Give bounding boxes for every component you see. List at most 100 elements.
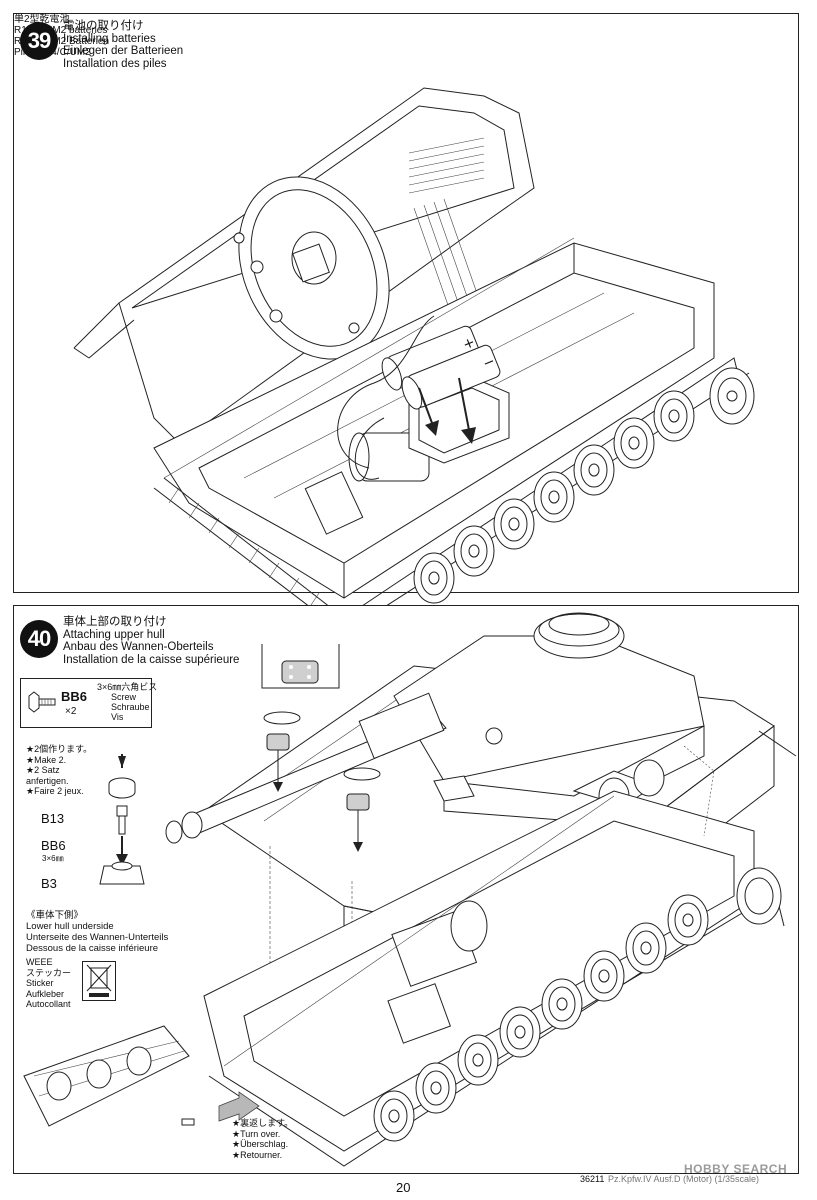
gun-barrel bbox=[165, 692, 447, 844]
road-wheels bbox=[413, 390, 695, 604]
decal-preview bbox=[261, 644, 340, 689]
step-39-titles: 電池の取り付け Installing batteries Einlegen de… bbox=[63, 20, 183, 70]
road-wheel bbox=[428, 571, 440, 585]
battery-label-en: R14/C/UM2 batteries bbox=[14, 25, 108, 36]
road-wheel bbox=[493, 498, 535, 550]
make-note-de-2: anfertigen. bbox=[26, 775, 69, 786]
road-wheel bbox=[499, 1006, 541, 1058]
weee-sticker-label: WEEE ステッカー Sticker Aufkleber Autocollant bbox=[26, 957, 71, 1010]
turn-over-de: ★Überschlag. bbox=[232, 1139, 289, 1149]
road-wheel bbox=[598, 969, 610, 983]
road-wheel bbox=[453, 525, 495, 577]
wire bbox=[337, 315, 435, 469]
road-wheel bbox=[541, 978, 583, 1030]
mount-subassembly-drawing bbox=[99, 754, 145, 885]
make-note-fr: ★Faire 2 jeux. bbox=[26, 786, 84, 796]
turn-over-note: ★裏返します。 ★Turn over. ★Überschlag. ★Retour… bbox=[232, 1118, 293, 1160]
screw-callout-box: BB6 ×2 3×6㎜六角ビス Screw Schraube Vis bbox=[20, 678, 157, 728]
step-40-title-ja: 車体上部の取り付け bbox=[63, 616, 167, 628]
screw-desc-fr: Vis bbox=[111, 712, 124, 722]
step-39-title-fr: Installation des piles bbox=[63, 57, 167, 70]
page-number: 20 bbox=[396, 1180, 411, 1195]
lower-hull-fr: Dessous de la caisse inférieure bbox=[26, 943, 159, 954]
turn-over-arrow-icon bbox=[218, 1091, 260, 1122]
lower-hull-ja: 《車体下側》 bbox=[26, 910, 84, 921]
step-40-title-en: Attaching upper hull bbox=[63, 628, 165, 641]
lower-hull-de: Unterseite des Wannen-Unterteils bbox=[26, 932, 169, 943]
road-wheel bbox=[590, 958, 618, 994]
road-wheel bbox=[506, 1014, 534, 1050]
step-40-title-fr: Installation de la caisse supérieure bbox=[63, 653, 240, 666]
road-wheel bbox=[373, 1090, 415, 1142]
sticker-weee: WEEE bbox=[26, 957, 53, 967]
road-wheel bbox=[380, 1098, 408, 1134]
svg-text:−: − bbox=[481, 353, 498, 372]
screw-part-number: BB6 bbox=[61, 689, 88, 704]
drive-sprocket bbox=[709, 367, 755, 425]
step-40-panel: 40 車体上部の取り付け Attaching upper hull Anbau … bbox=[13, 605, 799, 1174]
watermark: HOBBY SEARCH bbox=[684, 1162, 788, 1176]
step-number-39: 39 bbox=[20, 22, 58, 60]
sticker-en: Sticker bbox=[26, 978, 54, 988]
step-number-40: 40 bbox=[20, 620, 58, 658]
road-wheel bbox=[420, 560, 448, 596]
battery-label-ja: 単2型乾電池 bbox=[14, 14, 70, 25]
turn-over-en: ★Turn over. bbox=[232, 1128, 281, 1139]
part-label-b3: B3 bbox=[41, 876, 57, 891]
road-wheel bbox=[620, 425, 648, 461]
step-39-title-en: Installing batteries bbox=[63, 32, 156, 45]
drive-sprocket-40 bbox=[736, 867, 782, 925]
step-40-titles: 車体上部の取り付け Attaching upper hull Anbau des… bbox=[63, 616, 239, 666]
road-wheel bbox=[514, 1025, 526, 1039]
road-wheel bbox=[667, 894, 709, 946]
road-wheel bbox=[625, 922, 667, 974]
road-wheel bbox=[388, 1109, 400, 1123]
road-wheel bbox=[548, 490, 560, 504]
road-wheel bbox=[674, 902, 702, 938]
antenna bbox=[758, 730, 797, 757]
road-wheel bbox=[540, 479, 568, 515]
make-two-note: ★2個作ります。 ★Make 2. ★2 Satz anfertigen. ★F… bbox=[26, 744, 92, 797]
road-wheel bbox=[682, 913, 694, 927]
road-wheel bbox=[660, 398, 688, 434]
road-wheel bbox=[653, 390, 695, 442]
make-note-de-1: ★2 Satz bbox=[26, 765, 60, 775]
sticker-fr: Autocollant bbox=[26, 999, 71, 1009]
road-wheel bbox=[580, 452, 608, 488]
batteries-icon: + − bbox=[381, 325, 501, 410]
road-wheel bbox=[533, 471, 575, 523]
road-wheel bbox=[628, 436, 640, 450]
make-note-en: ★Make 2. bbox=[26, 754, 67, 765]
step-40-title-de: Anbau des Wannen-Oberteils bbox=[63, 641, 214, 653]
road-wheel bbox=[640, 941, 652, 955]
road-wheel bbox=[430, 1081, 442, 1095]
road-wheel bbox=[588, 463, 600, 477]
road-wheel bbox=[668, 409, 680, 423]
lower-hull-en: Lower hull underside bbox=[26, 921, 114, 932]
road-wheel bbox=[422, 1070, 450, 1106]
screw-desc-de: Schraube bbox=[111, 702, 150, 712]
document-title: Pz.Kpfw.IV Ausf.D (Motor) (1/35scale) bbox=[608, 1174, 760, 1184]
turn-over-fr: ★Retourner. bbox=[232, 1149, 283, 1160]
hull-battery-drawing: + − bbox=[73, 87, 755, 634]
road-wheel bbox=[413, 552, 455, 604]
underside-inset bbox=[23, 1025, 195, 1127]
upper-hull-drawing bbox=[23, 612, 797, 1167]
svg-text:+: + bbox=[461, 334, 478, 353]
screw-quantity: ×2 bbox=[65, 706, 77, 717]
road-wheel bbox=[464, 1042, 492, 1078]
make-note-ja: ★2個作ります。 bbox=[26, 744, 93, 754]
road-wheel bbox=[457, 1034, 499, 1086]
step-39-title-ja: 電池の取り付け bbox=[63, 20, 144, 32]
sticker-de: Aufkleber bbox=[26, 988, 65, 999]
tilted-upper-deck bbox=[73, 87, 535, 444]
road-wheel bbox=[548, 986, 576, 1022]
road-wheel bbox=[632, 930, 660, 966]
part-label-bb6: BB6 bbox=[41, 838, 66, 853]
part-label-b13: B13 bbox=[41, 811, 65, 826]
wire-2 bbox=[354, 417, 385, 480]
road-wheel bbox=[415, 1062, 457, 1114]
insert-arrows bbox=[418, 377, 476, 444]
road-wheels-40 bbox=[373, 894, 709, 1142]
step-39-title-de: Einlegen der Batterieen bbox=[63, 45, 184, 57]
